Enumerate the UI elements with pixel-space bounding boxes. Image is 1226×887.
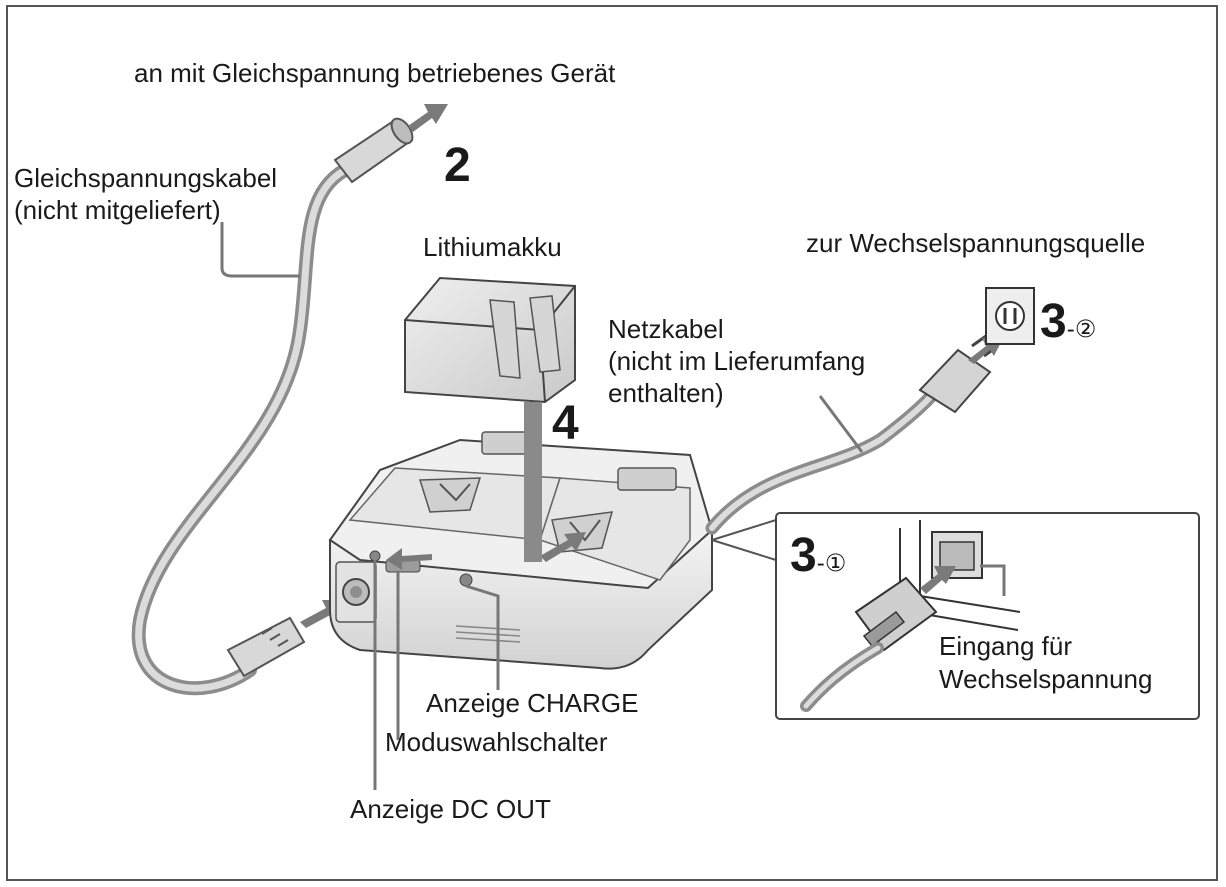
dc-cable-leader: [220, 222, 300, 278]
charger-unit: [328, 431, 714, 670]
dc-cable: [131, 163, 352, 696]
power-cord-label-line1: Netzkabel: [608, 314, 724, 344]
power-cord: [705, 363, 957, 535]
dc-cable-label-line1: Gleichspannungskabel: [14, 163, 278, 193]
charge-indicator-leader: [465, 584, 500, 690]
wall-outlet: [985, 287, 1035, 345]
battery-label: Lithiumakku: [423, 232, 562, 262]
dc-cable-label-line2: (nicht mitgeliefert): [14, 195, 221, 225]
step-2-number: 2: [444, 139, 471, 192]
charge-indicator-label: Anzeige CHARGE: [426, 688, 639, 718]
power-cord-leader: [818, 395, 864, 453]
ac-input-label-line2: Wechselspannung: [939, 664, 1153, 694]
power-cord-label-line2: (nicht im Lieferumfang: [608, 346, 866, 376]
step-3-2-number: 3-②: [1040, 296, 1096, 356]
dc-out-indicator-label: Anzeige DC OUT: [350, 794, 551, 824]
ac-input-label-line1: Eingang für: [939, 631, 1072, 661]
battery-pack: [404, 276, 576, 404]
arrow-insert-battery: [524, 402, 542, 562]
step-3-1-sub: -①: [816, 550, 847, 577]
power-cord-label-line3: enthalten): [608, 378, 724, 408]
step-3-1-number: 3-①: [790, 530, 846, 590]
dc-device-label: an mit Gleichspannung betriebenes Gerät: [134, 58, 616, 88]
dc-plug-bottom: [226, 616, 306, 678]
arrow-mode-switch: [386, 548, 432, 570]
step-3-2-sub: -②: [1066, 316, 1097, 343]
diagram-frame: [6, 5, 1218, 881]
ac-inlet-inset: [711, 512, 1200, 720]
ac-source-label: zur Wechselspannungsquelle: [806, 228, 1146, 258]
step-3-1-main: 3: [790, 529, 817, 582]
mode-switch-label: Moduswahlschalter: [385, 727, 608, 757]
step-3-2-main: 3: [1040, 295, 1067, 348]
arrow-battery-slide: [540, 532, 586, 562]
dc-plug-top: [333, 117, 414, 184]
step-4-number: 4: [552, 397, 579, 450]
arrow-to-device: [408, 104, 448, 132]
